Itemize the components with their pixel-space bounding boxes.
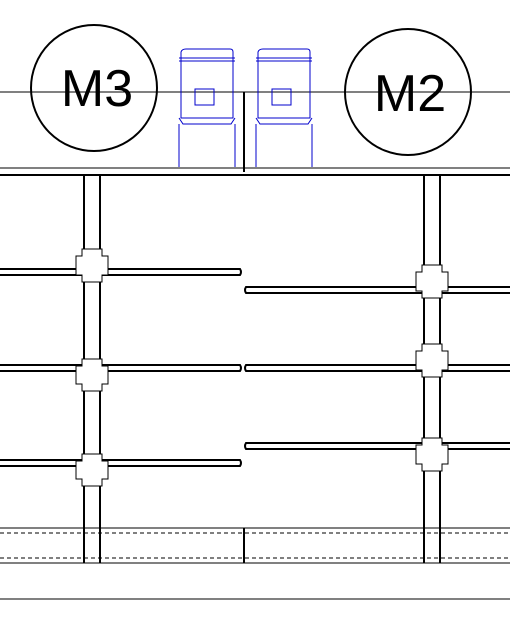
device-indicator xyxy=(194,88,215,106)
grid-bubble-circle xyxy=(30,24,158,152)
branch-left-1 xyxy=(0,268,242,276)
fitting-right-1 xyxy=(415,264,449,299)
branch-right-2 xyxy=(244,364,510,372)
branch-left-2 xyxy=(0,364,242,372)
branch-left-3 xyxy=(0,459,242,467)
fitting-left-3 xyxy=(75,453,109,487)
grid-bubble-circle xyxy=(344,28,472,156)
fitting-left-1 xyxy=(75,248,109,283)
bottom-slab xyxy=(0,527,510,564)
device-left[interactable] xyxy=(178,48,236,167)
grid-label-m2: M2 xyxy=(374,65,446,123)
fitting-right-2 xyxy=(415,343,449,378)
grid-label-m3: M3 xyxy=(61,60,133,118)
grid-marker-m3[interactable]: M3 xyxy=(30,24,158,152)
device-right[interactable] xyxy=(255,48,313,167)
top-slab xyxy=(0,167,510,176)
branch-right-3 xyxy=(244,442,510,450)
grid-marker-m2[interactable]: M2 xyxy=(344,28,472,156)
device-indicator xyxy=(271,88,292,106)
fitting-right-3 xyxy=(415,437,449,472)
fitting-left-2 xyxy=(75,358,109,392)
branch-right-1 xyxy=(244,286,510,294)
